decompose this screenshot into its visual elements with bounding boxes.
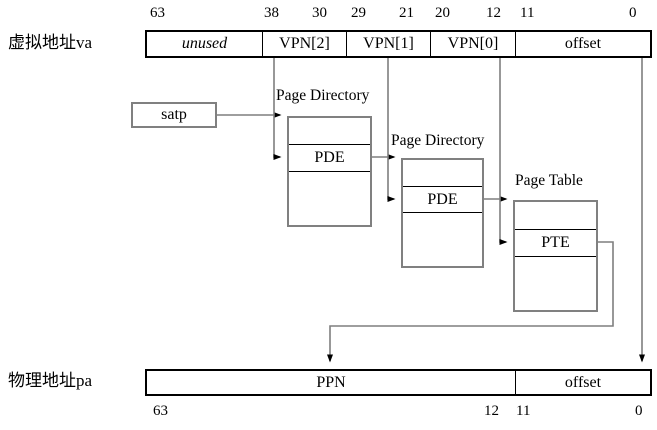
physical-address-box: PPN offset <box>145 369 652 396</box>
pa-field-ppn: PPN <box>316 373 346 391</box>
bit-label-0-top: 0 <box>629 5 637 21</box>
bit-label-11-top: 11 <box>520 5 535 21</box>
pd1-pde-entry: PDE <box>289 144 370 172</box>
vpn0-to-pt-arrow <box>499 58 508 245</box>
va-field-unused: unused <box>181 35 228 52</box>
pd1-empty-row <box>289 118 370 144</box>
bit-label-12-bottom: 12 <box>484 403 499 419</box>
satp-register: satp <box>131 102 217 128</box>
bit-label-20: 20 <box>435 5 450 21</box>
page-directory-2-title: Page Directory <box>391 132 485 149</box>
page-table-title: Page Table <box>515 172 583 189</box>
bit-label-63-top: 63 <box>150 5 165 21</box>
va-field-vpn0: VPN[0] <box>430 32 515 56</box>
page-directory-1: PDE <box>287 116 372 227</box>
bit-label-11-bottom: 11 <box>516 403 531 419</box>
va-field-vpn1: VPN[1] <box>346 32 430 56</box>
bit-label-30: 30 <box>312 5 327 21</box>
page-directory-1-title: Page Directory <box>276 87 370 104</box>
vpn2-to-pd1-arrow <box>273 58 282 160</box>
vpn1-to-pd2-arrow <box>387 58 396 202</box>
bit-label-38: 38 <box>264 5 279 21</box>
va-field-vpn2: VPN[2] <box>262 32 346 56</box>
bit-label-21: 21 <box>399 5 414 21</box>
bit-label-0-bottom: 0 <box>635 403 643 419</box>
pt-empty-row <box>515 202 596 229</box>
page-table: PTE <box>513 200 598 312</box>
pt-pte-entry: PTE <box>515 229 596 257</box>
bit-label-12-top: 12 <box>486 5 501 21</box>
va-field-offset: offset <box>515 32 650 56</box>
virtual-address-label: 虚拟地址va <box>8 33 93 52</box>
physical-address-label: 物理地址pa <box>8 371 93 390</box>
satp-label: satp <box>161 106 187 123</box>
bit-label-29: 29 <box>351 5 366 21</box>
pd2-empty-row <box>403 160 482 186</box>
pd2-pde-entry: PDE <box>403 186 482 213</box>
page-directory-2: PDE <box>401 158 484 268</box>
virtual-address-box: unused VPN[2] VPN[1] VPN[0] offset <box>145 30 652 58</box>
bit-label-63-bottom: 63 <box>153 403 168 419</box>
pa-field-offset: offset <box>515 371 650 394</box>
